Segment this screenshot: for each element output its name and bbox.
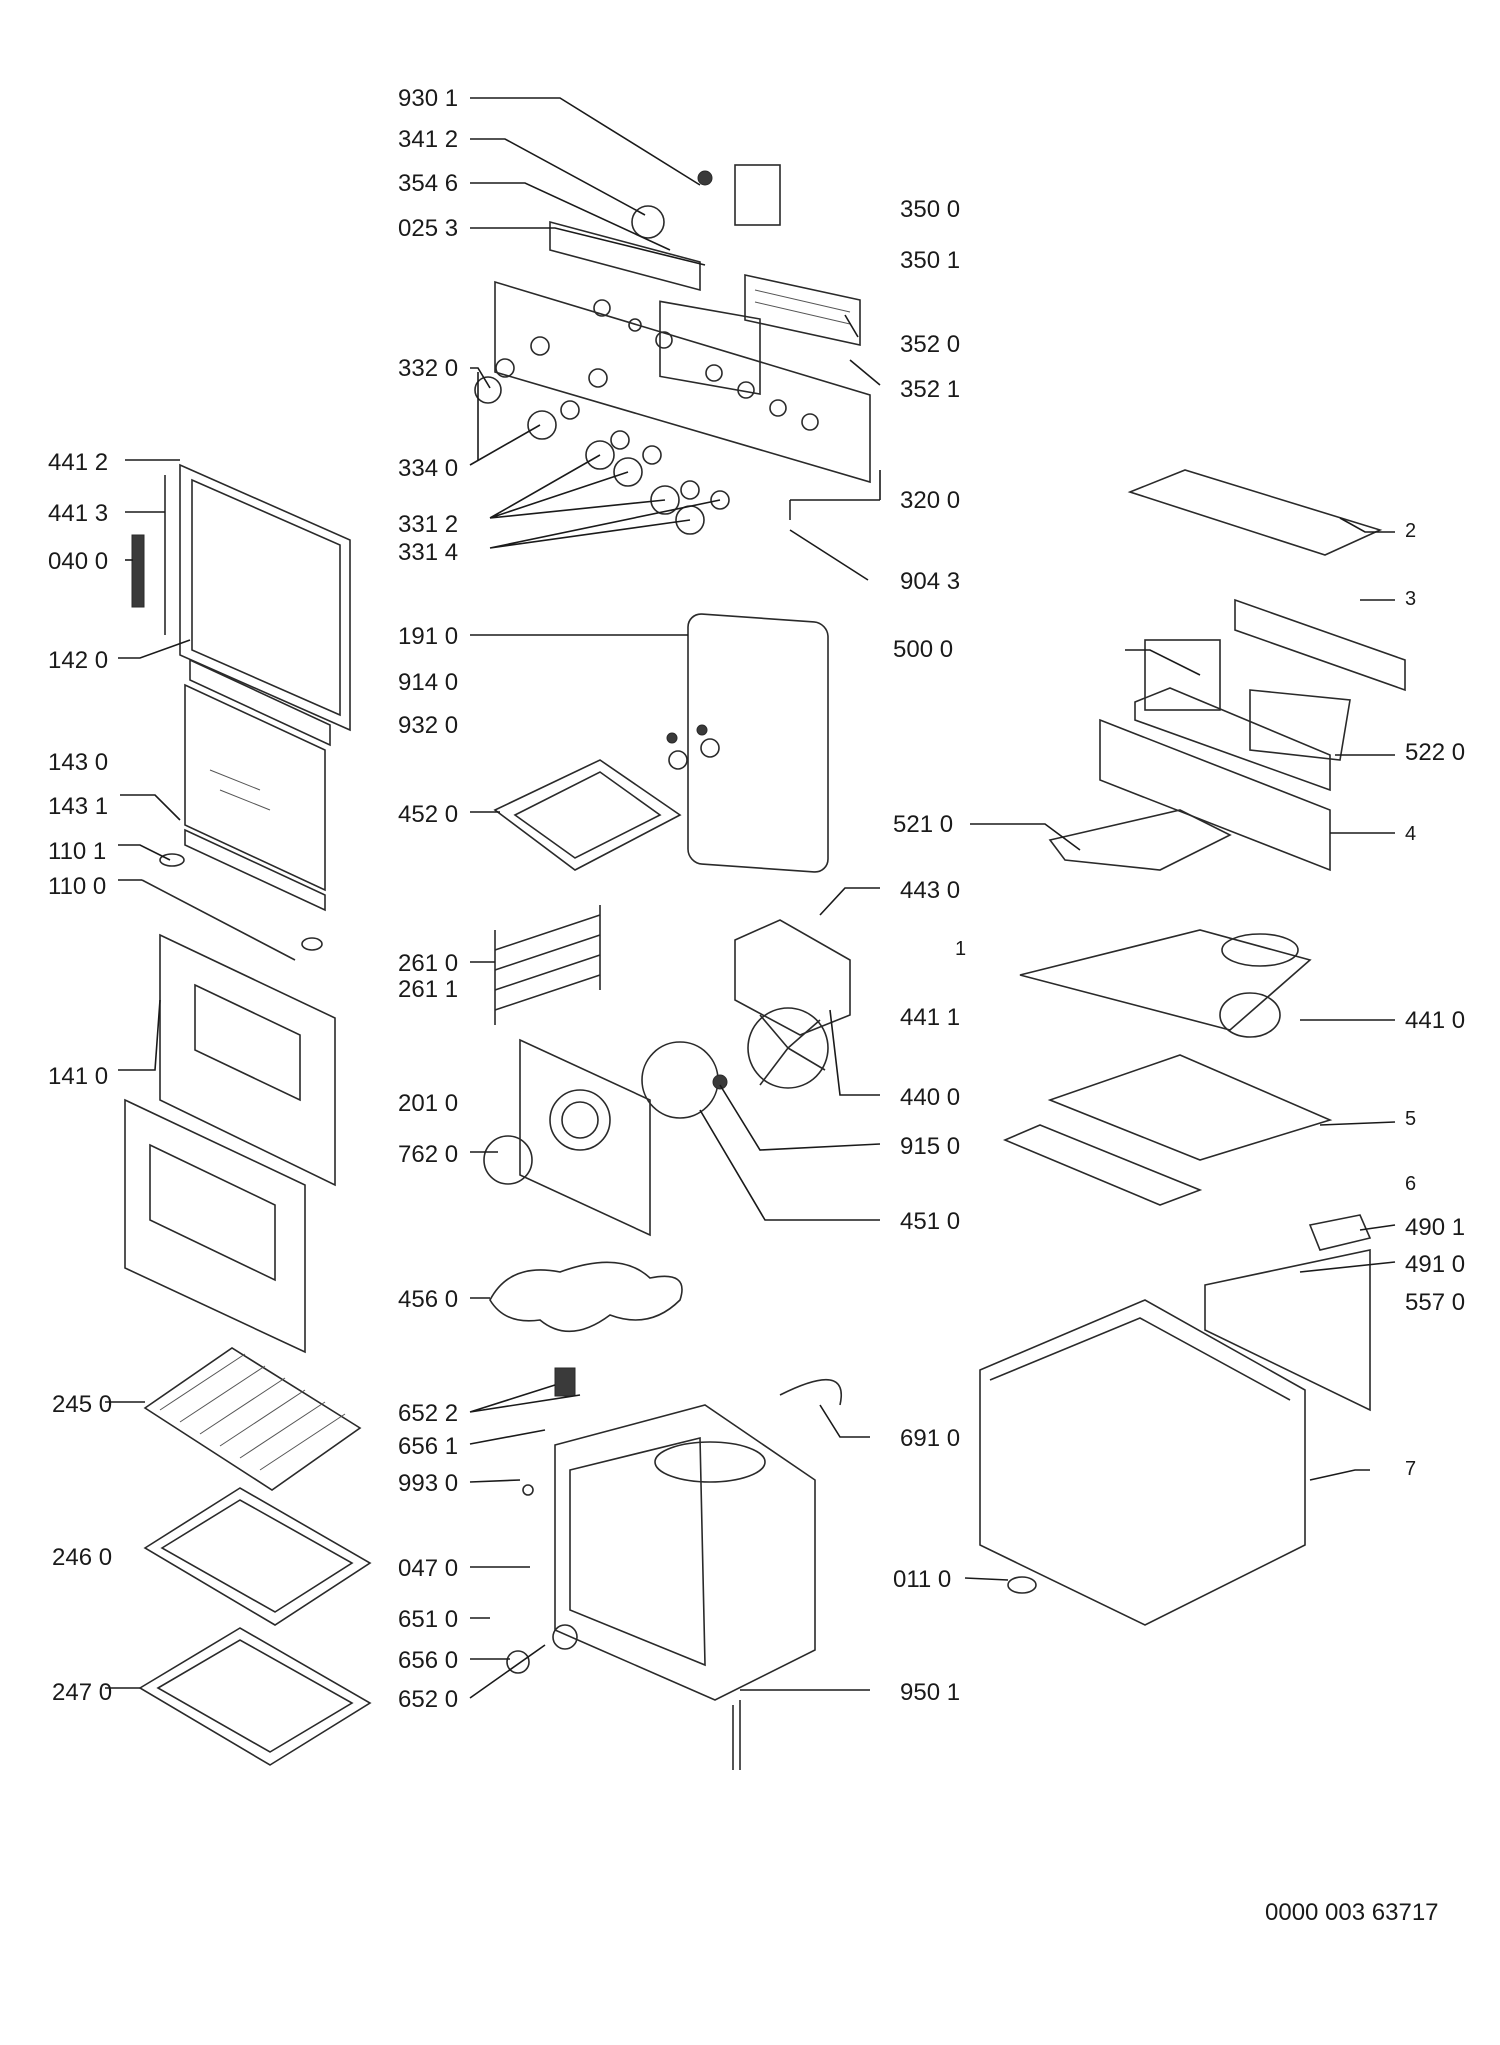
callout-332-0: 332 0 [398,355,458,382]
callout-452-0: 452 0 [398,801,458,828]
leader-lines [105,97,1396,1699]
callout-ref-3: 3 [1405,588,1416,610]
callout-441-3: 441 3 [48,500,108,527]
callout-040-0: 040 0 [48,548,108,575]
callout-191-0: 191 0 [398,623,458,650]
callout-652-0: 652 0 [398,1686,458,1713]
callout-025-3: 025 3 [398,215,458,242]
callout-557-0: 557 0 [1405,1289,1465,1316]
callout-350-0: 350 0 [900,196,960,223]
callout-201-0: 201 0 [398,1090,458,1117]
callout-441-2: 441 2 [48,449,108,476]
callout-440-0: 440 0 [900,1084,960,1111]
callout-261-0: 261 0 [398,950,458,977]
callout-ref-6: 6 [1405,1173,1416,1195]
callout-110-1: 110 1 [48,838,106,865]
callout-247-0: 247 0 [52,1679,112,1706]
callout-656-1: 656 1 [398,1433,458,1460]
bottom-heating-element [489,1261,683,1333]
callout-456-0: 456 0 [398,1286,458,1313]
callout-491-0: 491 0 [1405,1251,1465,1278]
callout-500-0: 500 0 [893,636,953,663]
callout-334-0: 334 0 [398,455,458,482]
callout-930-1: 930 1 [398,85,458,112]
control-panel-fascia [494,280,871,520]
door-glass-panels [141,658,331,961]
callout-915-0: 915 0 [900,1133,960,1160]
door-inner-frame [131,463,351,732]
callout-350-1: 350 1 [900,247,960,274]
callout-352-0: 352 0 [900,331,960,358]
callout-143-0: 143 0 [48,749,108,776]
callout-331-4: 331 4 [398,539,458,566]
callout-245-0: 245 0 [52,1391,112,1418]
callout-110-0: 110 0 [48,873,106,900]
oven-cavity [506,1367,842,1770]
callout-ref-2: 2 [1405,520,1416,542]
callout-904-3: 904 3 [900,568,960,595]
parts-drawings [124,164,1406,1770]
callout-320-0: 320 0 [900,487,960,514]
oven-racks-trays [138,1347,372,1766]
shelf-supports [494,905,601,1025]
callout-261-1: 261 1 [398,976,458,1003]
door-seal [687,613,829,873]
callout-932-0: 932 0 [398,712,458,739]
callout-652-2: 652 2 [398,1400,458,1427]
callout-142-0: 142 0 [48,647,108,674]
callout-441-1: 441 1 [900,1004,960,1031]
callout-ref-5: 5 [1405,1108,1416,1130]
callout-246-0: 246 0 [52,1544,112,1571]
callout-691-0: 691 0 [900,1425,960,1452]
callout-141-0: 141 0 [48,1063,108,1090]
callout-047-0: 047 0 [398,1555,458,1582]
callout-ref-4: 4 [1405,823,1416,845]
callout-143-1: 143 1 [48,793,108,820]
callout-914-0: 914 0 [398,669,458,696]
callout-656-0: 656 0 [398,1647,458,1674]
control-knobs [474,358,730,535]
housing-parts [979,469,1406,1626]
document-code: 0000 003 63717 [1265,1899,1439,1926]
callout-521-0: 521 0 [893,811,953,838]
fan-motor-assembly [712,919,851,1090]
control-panel-top-parts [549,164,861,395]
callout-341-2: 341 2 [398,126,458,153]
top-grill-element [493,724,720,871]
callout-993-0: 993 0 [398,1470,458,1497]
callout-490-1: 490 1 [1405,1214,1465,1241]
callout-762-0: 762 0 [398,1141,458,1168]
callout-352-1: 352 1 [900,376,960,403]
callout-331-2: 331 2 [398,511,458,538]
rear-fan-cover [483,1038,719,1237]
callout-522-0: 522 0 [1405,739,1465,766]
callout-ref-7: 7 [1405,1458,1416,1480]
callout-950-1: 950 1 [900,1679,960,1706]
callout-441-0: 441 0 [1405,1007,1465,1034]
callout-451-0: 451 0 [900,1208,960,1235]
callout-651-0: 651 0 [398,1606,458,1633]
callout-011-0: 011 0 [893,1566,951,1593]
callout-443-0: 443 0 [900,877,960,904]
callout-354-6: 354 6 [398,170,458,197]
outer-door-panels [124,933,336,1354]
callout-ref-1: 1 [955,938,966,960]
